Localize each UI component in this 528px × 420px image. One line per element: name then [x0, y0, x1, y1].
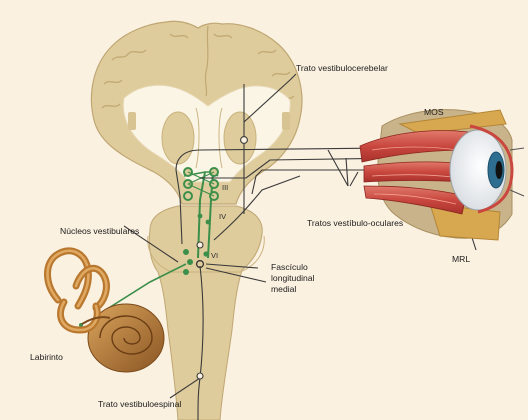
label-tratos-vestibulo-oculares: Tratos vestíbulo-oculares	[307, 218, 403, 228]
label-nucleus-vi: VI	[211, 251, 218, 261]
label-labirinto: Labirinto	[30, 352, 63, 362]
label-mrl: MRL	[452, 254, 470, 264]
label-trato-vestibulocerebelar: Trato vestibulocerebelar	[296, 63, 388, 73]
label-nucleus-iii: III	[222, 183, 228, 193]
label-fasciculo-line3: medial	[271, 284, 296, 294]
label-trato-vestibuloespinal: Trato vestibuloespinal	[98, 399, 181, 409]
label-fasciculo-line2: longitudinal	[271, 273, 314, 283]
labyrinth	[48, 251, 165, 372]
label-nucleos-vestibulares: Núcleos vestibulares	[60, 226, 139, 236]
brainstem	[149, 206, 262, 420]
label-nucleus-iv: IV	[219, 212, 226, 222]
label-fasciculo-line1: Fascículo	[271, 262, 308, 272]
label-mos: MOS	[424, 107, 444, 117]
